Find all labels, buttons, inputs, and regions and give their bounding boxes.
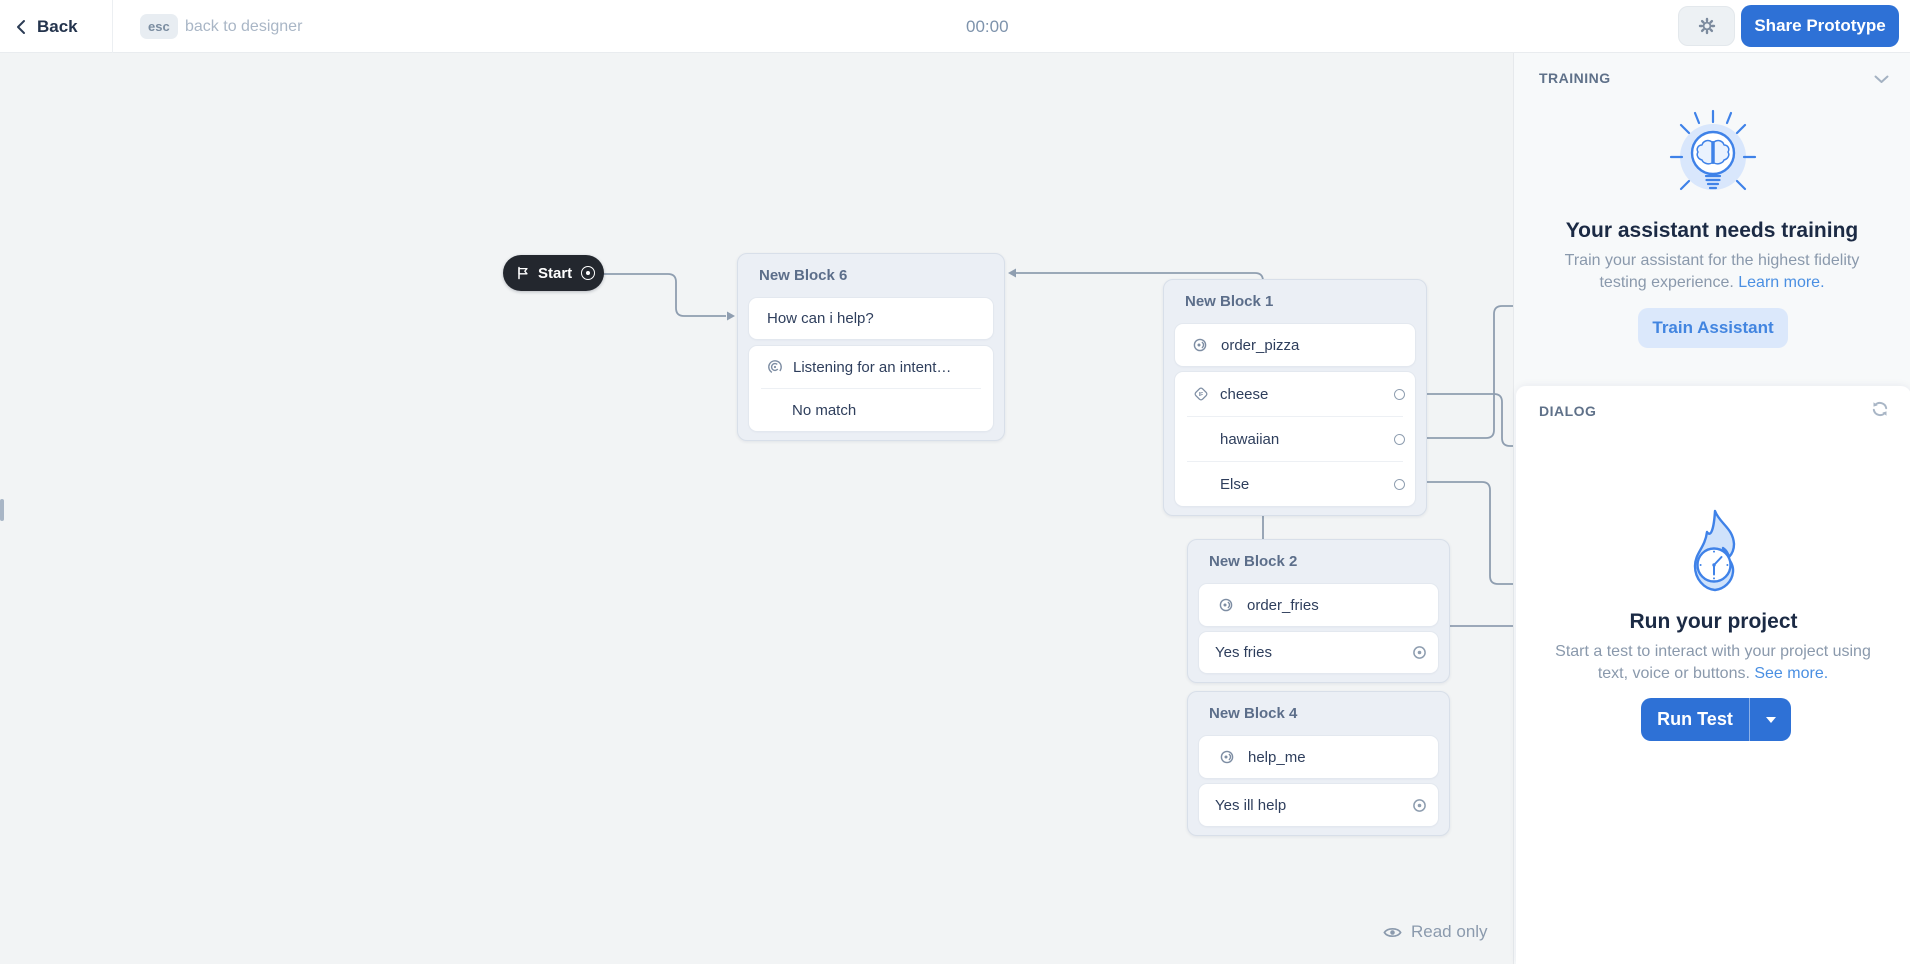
start-node[interactable]: Start	[503, 255, 604, 291]
dialog-section-header: DIALOG	[1539, 403, 1597, 419]
condition-output-port[interactable]	[1394, 478, 1405, 490]
dialog-section-card: DIALOG	[1516, 386, 1910, 964]
intent-icon	[1220, 750, 1234, 764]
condition-step-card[interactable]: IF cheese hawaiian Else	[1175, 372, 1415, 506]
block-title: New Block 1	[1185, 293, 1274, 310]
see-more-link[interactable]: See more.	[1754, 665, 1829, 682]
no-match-row: No match	[792, 401, 857, 419]
block-new-block-1[interactable]: New Block 1 order_pizza IF cheese	[1163, 279, 1427, 516]
condition-output-port[interactable]	[1394, 388, 1405, 400]
row-divider	[1187, 416, 1403, 417]
speak-step-card[interactable]: How can i help?	[749, 298, 993, 339]
intent-name: order_fries	[1247, 596, 1319, 614]
bulb-brain-icon	[1658, 103, 1768, 218]
start-label: Start	[538, 264, 573, 282]
block-new-block-2[interactable]: New Block 2 order_fries Yes fries	[1187, 539, 1450, 683]
topbar-divider	[112, 0, 113, 53]
block-new-block-4[interactable]: New Block 4 help_me Yes ill help	[1187, 691, 1450, 836]
condition-row: Else	[1175, 462, 1415, 506]
chevron-down-icon[interactable]	[1874, 75, 1889, 84]
condition-row: hawaiian	[1175, 417, 1415, 461]
training-description: Train your assistant for the highest fid…	[1564, 252, 1860, 291]
caret-down-icon	[1765, 716, 1776, 723]
listening-text: Listening for an intent…	[793, 358, 952, 376]
intent-name: order_pizza	[1221, 336, 1300, 354]
intent-icon	[1219, 598, 1233, 612]
top-bar: Back esc back to designer 00:00 Share Pr…	[0, 0, 1910, 53]
learn-more-link[interactable]: Learn more.	[1738, 274, 1825, 291]
session-timer: 00:00	[966, 17, 1009, 36]
intent-listen-card[interactable]: Listening for an intent… No match	[749, 346, 993, 431]
condition-label: Else	[1220, 475, 1250, 493]
target-icon[interactable]	[1412, 798, 1427, 813]
chevron-left-icon	[17, 19, 25, 34]
esc-hint-text: back to designer	[185, 18, 303, 35]
block-title: New Block 6	[759, 267, 848, 284]
start-output-port[interactable]	[581, 266, 595, 280]
read-only-label: Read only	[1411, 922, 1488, 941]
training-section-header: TRAINING	[1539, 70, 1611, 86]
row-divider	[761, 388, 981, 389]
intent-step-card[interactable]: order_fries	[1199, 584, 1438, 626]
choice-step-card[interactable]: Yes fries	[1199, 632, 1438, 673]
gear-icon	[1698, 17, 1715, 35]
speak-text: How can i help?	[767, 310, 874, 327]
flame-clock-icon	[1670, 506, 1760, 601]
choice-label: Yes ill help	[1215, 796, 1287, 814]
row-divider	[1187, 461, 1403, 462]
training-title: Your assistant needs training	[1565, 219, 1859, 242]
dialog-description: Start a test to interact with your proje…	[1555, 643, 1871, 682]
run-test-button[interactable]: Run Test	[1641, 698, 1749, 741]
intent-name: help_me	[1248, 748, 1306, 766]
refresh-icon[interactable]	[1870, 399, 1890, 419]
back-button[interactable]: Back	[16, 0, 78, 53]
intent-icon	[1193, 338, 1207, 352]
block-title: New Block 4	[1209, 705, 1298, 722]
back-label: Back	[37, 16, 78, 36]
block-new-block-6[interactable]: New Block 6 How can i help? Listening fo…	[737, 253, 1005, 441]
flag-icon	[518, 266, 528, 280]
esc-key-badge: esc	[140, 14, 178, 39]
settings-button[interactable]	[1678, 6, 1735, 46]
choice-label: Yes fries	[1215, 644, 1272, 661]
flow-canvas[interactable]: Start New Block 6 How can i help? Listen…	[0, 53, 1513, 964]
run-test-dropdown-button[interactable]	[1749, 698, 1791, 741]
intent-step-card[interactable]: order_pizza	[1175, 324, 1415, 366]
svg-text:IF: IF	[1199, 392, 1203, 398]
share-prototype-button[interactable]: Share Prototype	[1741, 5, 1899, 47]
target-icon[interactable]	[1412, 645, 1427, 660]
if-icon: IF	[1194, 387, 1208, 401]
eye-icon	[1383, 927, 1402, 937]
read-only-indicator: Read only	[1383, 922, 1488, 942]
condition-output-port[interactable]	[1394, 433, 1405, 445]
offscreen-connector-nub	[0, 499, 4, 521]
listening-icon	[768, 360, 782, 374]
intent-step-card[interactable]: help_me	[1199, 736, 1438, 778]
condition-label: cheese	[1220, 385, 1269, 403]
choice-step-card[interactable]: Yes ill help	[1199, 784, 1438, 826]
right-panel: TRAINING	[1513, 53, 1910, 964]
train-assistant-button[interactable]: Train Assistant	[1638, 308, 1788, 348]
dialog-title: Run your project	[1629, 610, 1798, 633]
block-title: New Block 2	[1209, 553, 1298, 570]
condition-row: IF cheese	[1175, 372, 1415, 416]
condition-label: hawaiian	[1220, 430, 1280, 448]
